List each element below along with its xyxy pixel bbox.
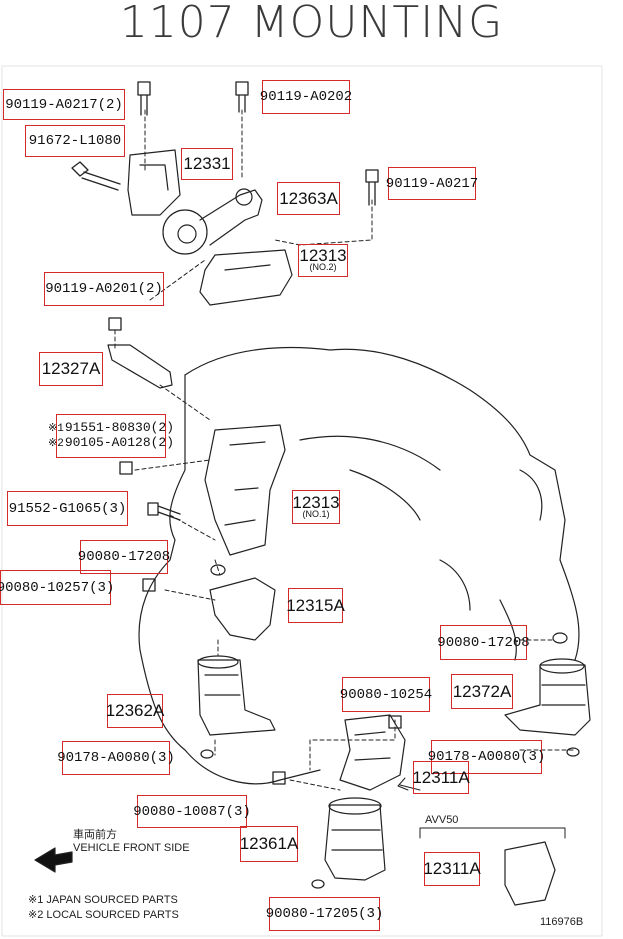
label-90080-17208-a: 90080-17208 — [78, 540, 170, 574]
label-90119-A0201-2: 90119-A0201(2) — [44, 272, 164, 306]
label-12372A: 12372A — [451, 674, 513, 709]
label-90080-17205-3: 90080-17205(3) — [266, 897, 383, 931]
bracket-12313-no2 — [199, 249, 293, 306]
label-90119-A0202: 90119-A0202 — [260, 80, 352, 114]
label-12313-no1-sub: (NO.1) — [302, 508, 330, 519]
label-90105-A0128-2-text: 90105-A0128(2) — [64, 435, 175, 450]
label-90080-10257-3: 90080-10257(3) — [0, 570, 114, 605]
label-12313-no2-number: 12313 — [299, 246, 347, 265]
bracket-12331 — [127, 149, 181, 216]
label-12363A: 12363A — [277, 182, 340, 215]
mount-12362A — [197, 659, 276, 736]
label-91551-90105: ※191551-80830(2) ※290105-A0128(2) — [48, 414, 174, 458]
link-12327A — [107, 344, 173, 389]
label-90119-A0217: 90119-A0217 — [386, 167, 478, 200]
nuts — [200, 564, 580, 889]
label-12362A: 12362A — [106, 694, 164, 728]
label-91551-80830-2-text: 91551-80830(2) — [64, 420, 175, 435]
diagram-code: 116976B — [540, 916, 584, 928]
bracket-12311A — [339, 714, 406, 791]
label-91552-G1065-3: 91552-G1065(3) — [7, 491, 128, 526]
bolts — [71, 81, 402, 785]
footnote-2: ※2 LOCAL SOURCED PARTS — [28, 909, 179, 921]
label-12315A: 12315A — [286, 588, 345, 623]
label-90105-A0128-2: ※290105-A0128(2) — [48, 436, 174, 451]
label-12313-no1: 12313(NO.1) — [292, 490, 340, 524]
label-12313-no1-number: 12313 — [292, 492, 340, 512]
front-arrow — [34, 847, 73, 873]
bracket-12315A — [209, 577, 276, 641]
label-90080-10087-3: 90080-10087(3) — [133, 795, 251, 828]
label-12313-no2-sub: (NO.2) — [309, 262, 337, 272]
mount-12372A — [504, 664, 591, 736]
label-90178-A0080-3-b: 90178-A0080(3) — [428, 740, 545, 774]
label-12311A-b: 12311A — [423, 852, 481, 886]
label-90080-10254: 90080-10254 — [340, 677, 432, 712]
page-title: 1107 MOUNTING — [119, 0, 504, 48]
label-90080-17208-b: 90080-17208 — [437, 625, 530, 660]
label-12311A-a: 12311A — [412, 761, 470, 794]
label-12327A: 12327A — [39, 352, 103, 386]
note-mark-2: ※2 — [47, 438, 64, 450]
avv50-note: AVV50 — [425, 814, 459, 826]
note-mark-1: ※1 — [47, 423, 64, 435]
footnote-1: ※1 JAPAN SOURCED PARTS — [28, 894, 178, 906]
label-12331: 12331 — [181, 148, 233, 180]
label-12361A: 12361A — [240, 826, 298, 862]
torque-rod-12363A — [199, 189, 263, 246]
label-12313-no2: 12313(NO.2) — [298, 244, 348, 277]
engine-outline — [184, 346, 580, 661]
bracket-12311A-small — [504, 841, 556, 906]
label-90119-A0217-2: 90119-A0217(2) — [3, 89, 125, 120]
label-91672-L1080: 91672-L1080 — [25, 125, 125, 157]
vehicle-front-jp: 車両前方 — [73, 829, 117, 841]
label-90178-A0080-3-a: 90178-A0080(3) — [57, 741, 175, 775]
vehicle-front-en: VEHICLE FRONT SIDE — [73, 842, 190, 854]
mount-12361A — [324, 804, 386, 881]
bracket-12313-no1 — [204, 424, 286, 556]
label-91551-80830-2: ※191551-80830(2) — [48, 421, 174, 436]
